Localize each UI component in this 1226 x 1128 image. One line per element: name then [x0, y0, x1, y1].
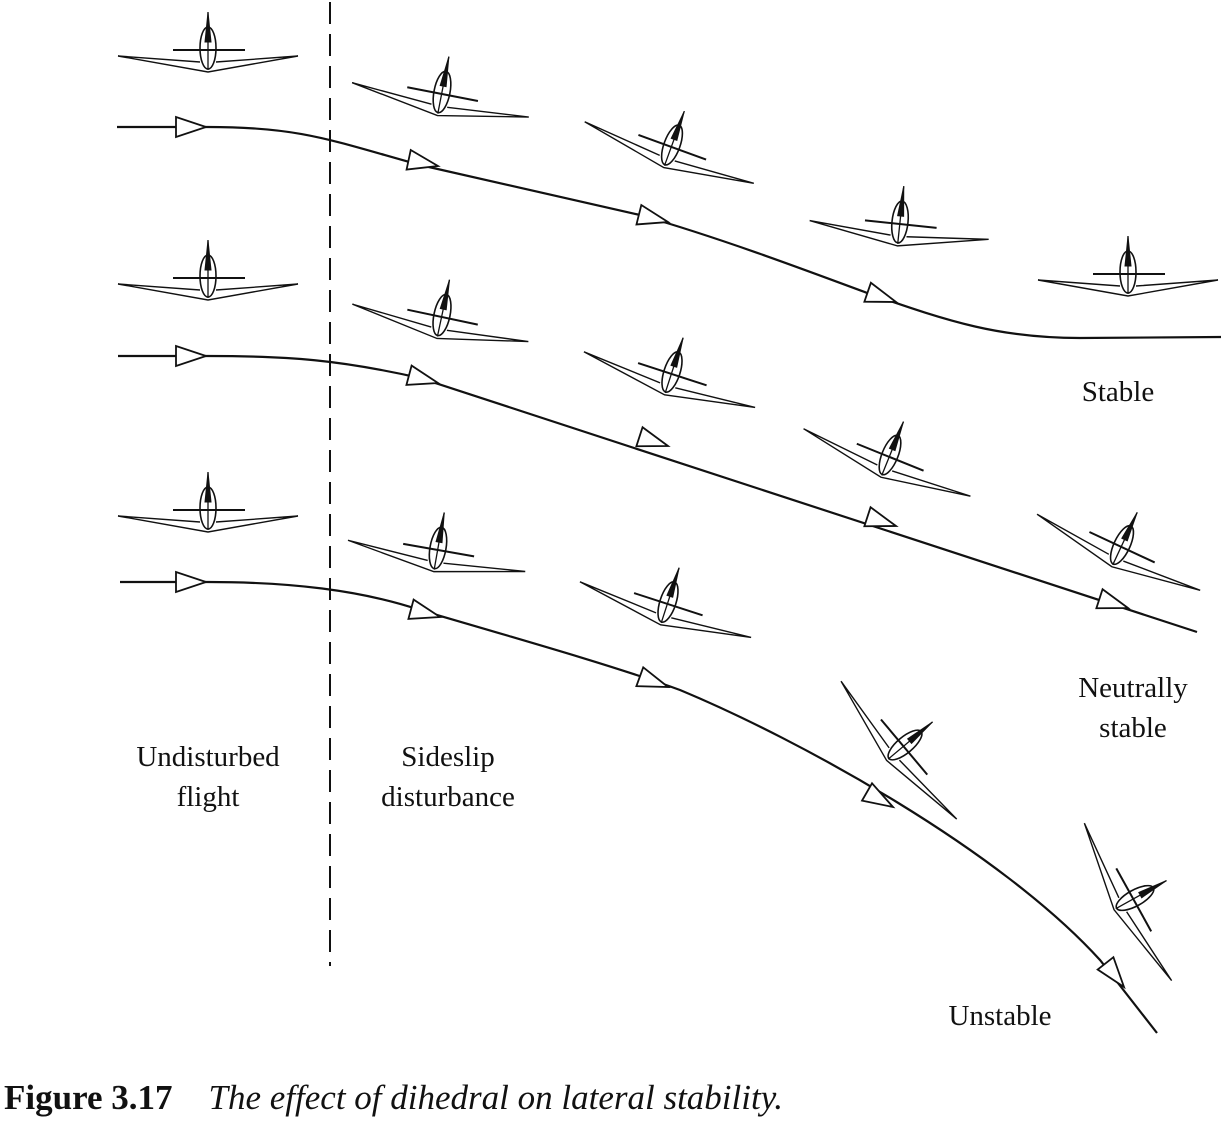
direction-arrowhead-icon	[175, 344, 209, 368]
direction-arrowhead-icon	[635, 665, 671, 688]
aircraft-icon	[1083, 822, 1173, 982]
label-neutrally-stable: Neutrally stable	[1078, 668, 1188, 748]
direction-arrowhead-icon	[860, 781, 896, 809]
aircraft-icon	[840, 680, 958, 820]
stable-trajectory	[117, 125, 1222, 340]
direction-arrowhead-icon	[405, 148, 441, 171]
figure-number: Figure 3.17	[4, 1078, 173, 1117]
label-line: disturbance	[381, 781, 515, 813]
aircraft-icon	[579, 567, 752, 639]
aircraft-icon	[803, 421, 971, 497]
aircraft-icon	[1036, 512, 1201, 591]
label-line: Undisturbed	[136, 741, 280, 773]
label-line: stable	[1099, 712, 1167, 744]
label-line: flight	[176, 781, 240, 813]
aircraft-icon	[117, 239, 299, 301]
aircraft-icon	[584, 110, 755, 184]
direction-arrowhead-icon	[175, 115, 209, 139]
aircraft-icon	[117, 11, 299, 73]
unstable-trajectory	[120, 580, 1158, 1034]
direction-arrowhead-icon	[635, 203, 671, 226]
direction-arrowhead-icon	[1096, 955, 1126, 990]
figure-caption: Figure 3.17 The effect of dihedral on lat…	[4, 1078, 783, 1118]
direction-arrowhead-icon	[407, 598, 443, 620]
aircraft-icon	[352, 279, 529, 343]
label-line: Neutrally	[1078, 672, 1188, 704]
caption-text: The effect of dihedral on lateral stabil…	[208, 1078, 784, 1117]
direction-arrowhead-icon	[1095, 587, 1131, 610]
aircraft-icon	[347, 512, 526, 573]
label-sideslip-disturbance: Sideslip disturbance	[381, 737, 515, 817]
aircraft-icon	[809, 186, 989, 247]
direction-arrowhead-icon	[175, 570, 209, 594]
label-unstable: Unstable	[948, 1000, 1052, 1032]
direction-arrowhead-icon	[863, 505, 899, 528]
aircraft-icon	[1037, 235, 1219, 297]
label-stable: Stable	[1081, 376, 1155, 408]
label-undisturbed-flight: Undisturbed flight	[136, 737, 279, 817]
direction-arrowhead-icon	[405, 364, 441, 386]
direction-arrowhead-icon	[863, 281, 899, 303]
neutral-trajectory	[118, 354, 1198, 634]
label-line: Sideslip	[401, 741, 495, 773]
aircraft-icon	[117, 471, 299, 533]
aircraft-icon	[583, 337, 756, 409]
aircraft-icon	[351, 56, 529, 118]
direction-arrowhead-icon	[635, 425, 671, 448]
